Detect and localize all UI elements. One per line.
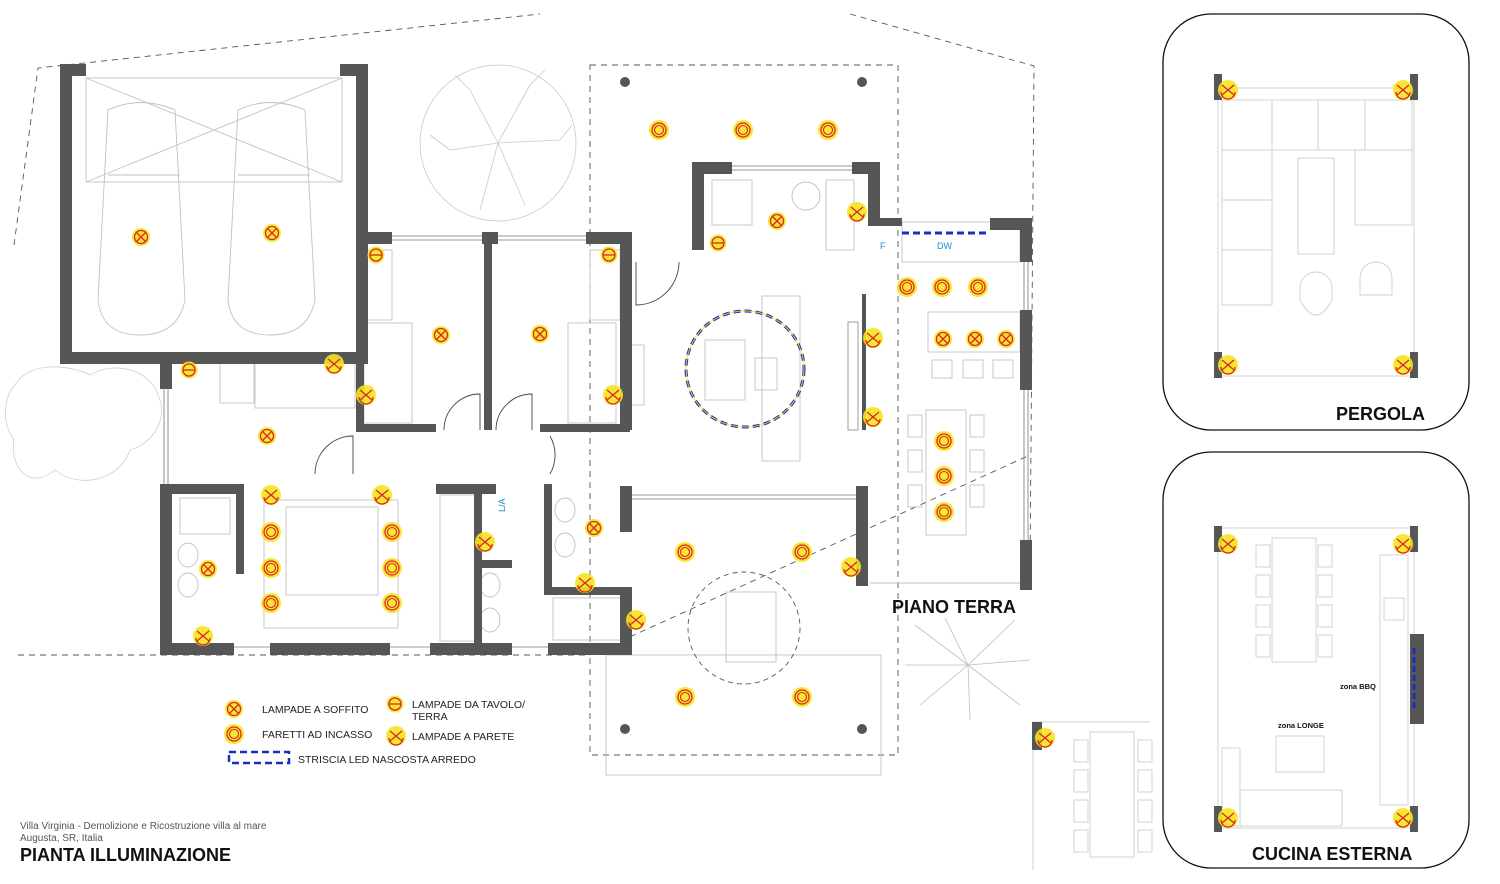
- fridge-label: F: [880, 241, 886, 251]
- pergola-label: PERGOLA: [1336, 404, 1425, 424]
- legend-ceiling-label: LAMPADE A SOFFITO: [262, 704, 368, 716]
- legend-led-label: STRISCIA LED NASCOSTA ARREDO: [298, 754, 476, 766]
- legend-wall-icon: [385, 725, 407, 747]
- ceiling-lamps: [131, 211, 1016, 579]
- wall-lamps: [192, 201, 884, 647]
- cucina-esterna-label: CUCINA ESTERNA: [1252, 844, 1412, 864]
- title-block: Villa Virginia - Demolizione e Ricostruz…: [20, 821, 267, 865]
- legend: LAMPADE A SOFFITO LAMPADE DA TAVOLO/ TER…: [223, 694, 525, 766]
- legend-recessed-icon: [223, 723, 245, 745]
- partial-detail: [1032, 721, 1153, 870]
- cucina-esterna-detail: zona BBQ zona LONGE CUCINA ESTERNA: [1162, 451, 1470, 869]
- pergola-detail: PERGOLA: [1162, 13, 1470, 431]
- legend-recessed-label: FARETTI AD INCASSO: [262, 729, 372, 741]
- pergola-columns: [620, 77, 867, 734]
- zona-bbq-label: zona BBQ: [1340, 682, 1376, 691]
- legend-wall-label: LAMPADE A PARETE: [412, 731, 514, 743]
- legend-led-icon: [227, 750, 291, 765]
- windows: [163, 165, 1029, 648]
- zona-longe-label: zona LONGE: [1278, 721, 1324, 730]
- legend-ceiling-icon: [224, 699, 244, 719]
- furniture: [85, 77, 1030, 776]
- tree-top: [419, 64, 577, 222]
- tree-left: [4, 366, 163, 481]
- project-location: Augusta, SR, Italia: [20, 833, 103, 844]
- project-name: Villa Virginia - Demolizione e Ricostruz…: [20, 821, 267, 832]
- walls: [60, 64, 1032, 655]
- dishwasher-label: DW: [937, 241, 952, 251]
- floor-plan: F DW L/A: [4, 13, 1035, 776]
- laundry-label: L/A: [497, 498, 507, 512]
- door-swings: [314, 261, 680, 475]
- piano-terra-label: PIANO TERRA: [892, 597, 1016, 617]
- living-tv-panels: [847, 294, 866, 431]
- legend-table-icon: [385, 694, 405, 714]
- drawing-title: PIANTA ILLUMINAZIONE: [20, 845, 231, 865]
- palm-tree: [905, 617, 1031, 721]
- legend-table-label-1: LAMPADE DA TAVOLO/: [412, 699, 525, 711]
- legend-table-label-2: TERRA: [412, 711, 448, 723]
- terrace-round-table: [687, 571, 801, 685]
